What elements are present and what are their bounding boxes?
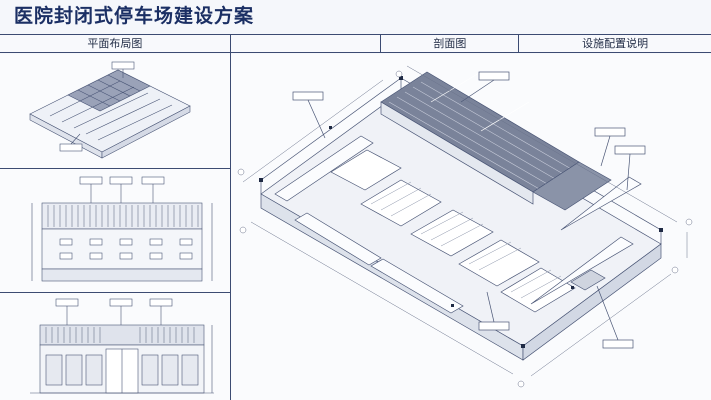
left-panel-divider-1 xyxy=(0,168,230,169)
section-header-row: 平面布局图 剖面图 设施配置说明 xyxy=(0,34,711,53)
left-panel-divider-2 xyxy=(0,292,230,293)
header-divider xyxy=(380,35,382,52)
main-isometric-drawing xyxy=(237,65,693,388)
panel-elevation xyxy=(0,293,230,400)
header-section-view: 剖面图 xyxy=(381,35,520,52)
header-facility-config: 设施配置说明 xyxy=(582,37,649,50)
section-a-drawing xyxy=(31,176,213,282)
elevation-drawing xyxy=(30,298,214,394)
header-spacer xyxy=(231,35,381,52)
page-title: 医院封闭式停车场建设方案 xyxy=(14,5,255,27)
panel-plan-thumbnail xyxy=(0,54,230,168)
plan-thumbnail-drawing xyxy=(29,61,191,159)
panel-section-a xyxy=(0,169,230,292)
header-plan-layout: 平面布局图 xyxy=(0,35,231,52)
left-column-divider xyxy=(230,53,231,400)
main-isometric-drawing-panel xyxy=(231,54,711,400)
